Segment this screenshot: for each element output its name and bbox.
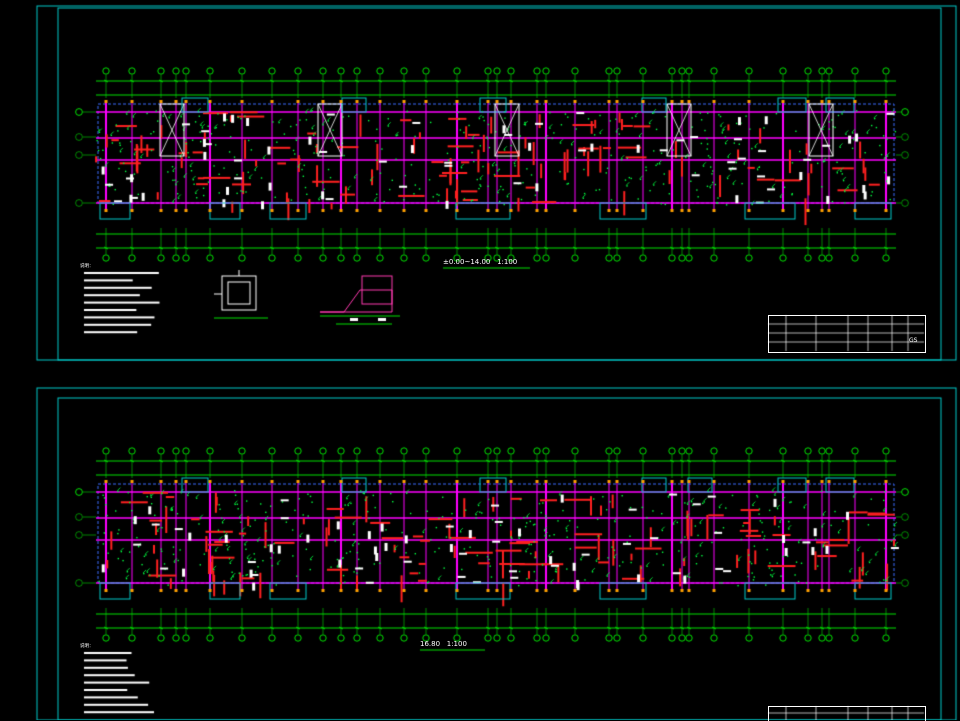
upper-plan-title-elev: ±0.00~14.00	[443, 258, 491, 266]
lower-plan-title-scale: 1:100	[446, 640, 467, 648]
upper-title-block	[768, 315, 926, 353]
lower-title-block	[768, 706, 926, 721]
lower-plan-title: 16.80 1:100	[420, 640, 467, 648]
upper-notes-heading: 说明：	[80, 264, 94, 269]
upper-drawing-no: GS	[909, 337, 918, 344]
lower-plan-title-elev: 16.80	[420, 640, 441, 648]
upper-plan-title-scale: 1:100	[497, 258, 518, 266]
lower-notes-heading: 说明：	[80, 644, 94, 649]
upper-plan-title: ±0.00~14.00 1:100	[443, 258, 517, 266]
